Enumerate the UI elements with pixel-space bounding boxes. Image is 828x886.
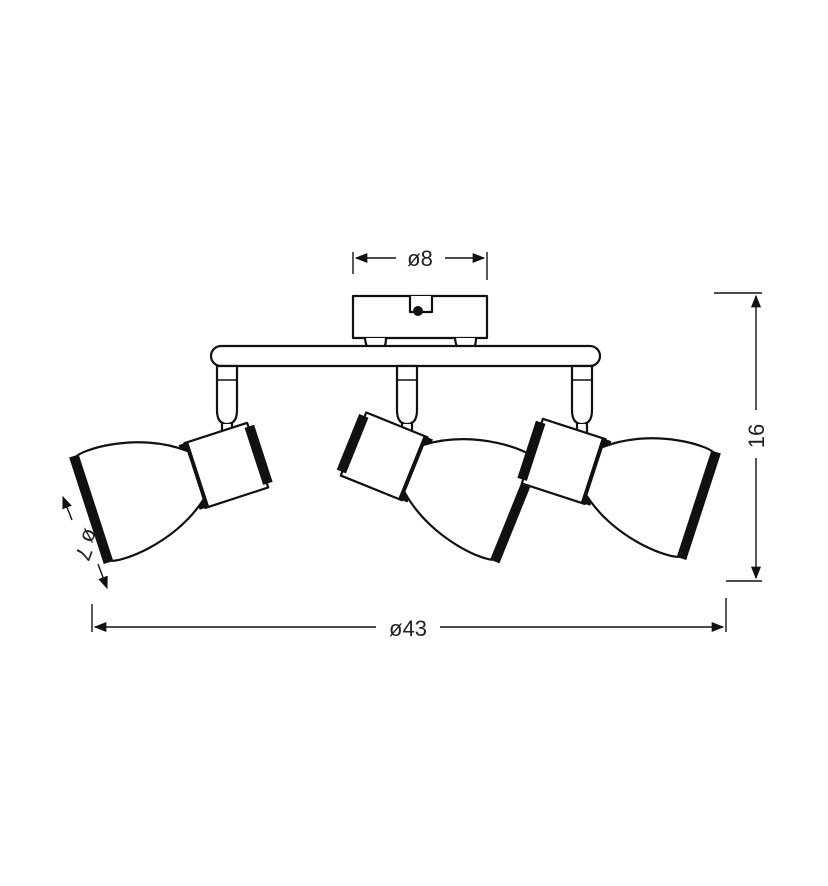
dimension-base-diameter: ø8 [352, 246, 488, 280]
total-width-label: ø43 [389, 616, 427, 641]
dimension-height: 16 [714, 292, 769, 582]
shade-diameter-label: ø 7 [70, 525, 104, 563]
spotlight-middle [336, 364, 542, 564]
ceiling-base [351, 294, 489, 354]
base-diameter-label: ø8 [407, 246, 433, 271]
height-label: 16 [744, 424, 769, 448]
dimension-total-width: ø43 [91, 598, 727, 641]
spotlight-right [517, 364, 721, 561]
spotlight-left [69, 364, 273, 565]
mounting-bar [209, 344, 602, 368]
